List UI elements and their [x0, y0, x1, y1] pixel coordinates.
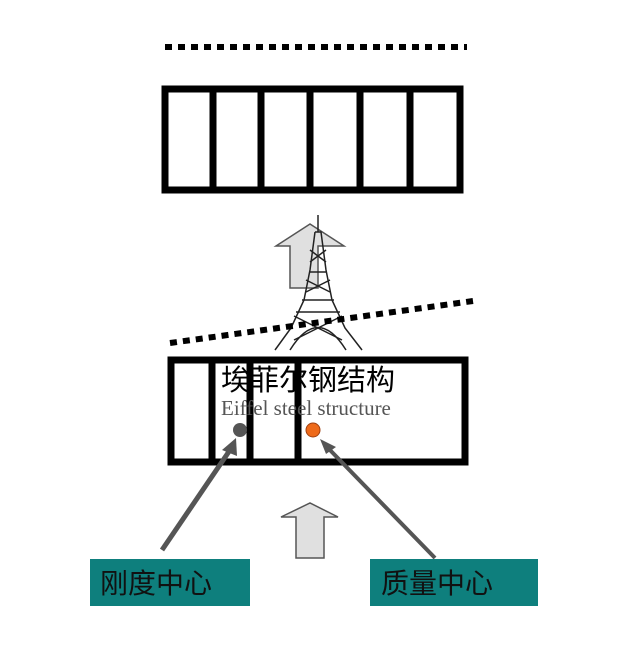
mass-center-dot — [305, 422, 321, 438]
top-frame — [161, 85, 464, 194]
pointer-arrows — [159, 438, 437, 560]
up-arrow-top — [273, 223, 347, 289]
stiffness-center-dot — [233, 423, 247, 437]
bottom-frame — [167, 356, 469, 466]
stiffness-center-label-box — [90, 559, 250, 606]
title-en: Eiffel steel structure — [221, 396, 391, 420]
eiffel-tower-icon — [274, 215, 363, 351]
title-cn: 埃菲尔钢结构 — [221, 363, 395, 397]
up-arrow-bottom — [280, 502, 339, 559]
mass-center-label: 质量中心 — [381, 567, 493, 600]
stiffness-center-label: 刚度中心 — [100, 567, 212, 600]
mass-center-label-box — [370, 559, 538, 606]
tilted-dotted-line — [169, 298, 474, 346]
